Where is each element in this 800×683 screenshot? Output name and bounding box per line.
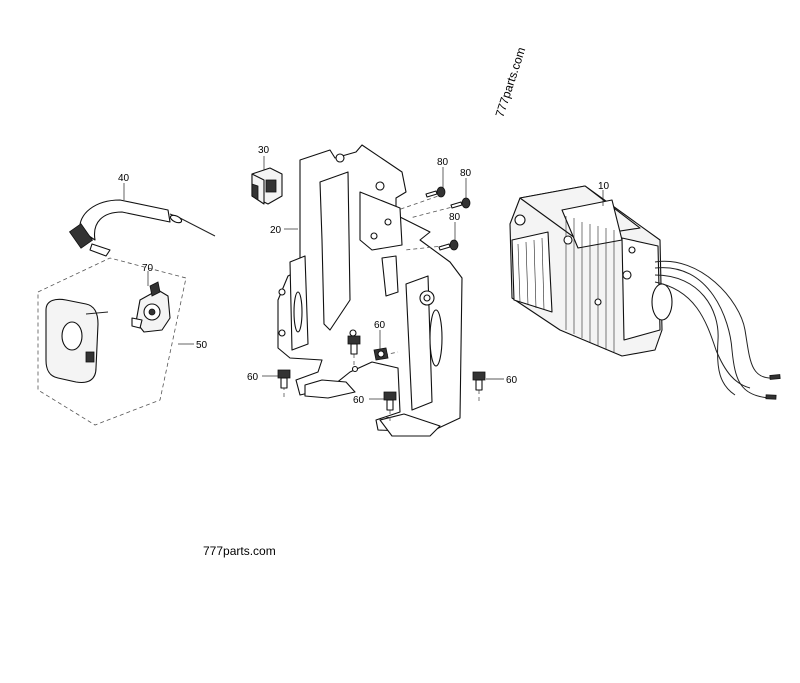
part-20-bracket[interactable] [277, 144, 463, 437]
callout-30: 30 [258, 145, 270, 156]
part-80-screw-b[interactable] [450, 197, 471, 209]
callout-10: 10 [598, 181, 610, 192]
callout-50: 50 [196, 340, 208, 351]
part-10-module[interactable] [509, 185, 673, 357]
part-60-bolt-d[interactable] [383, 391, 397, 411]
dash-80a [397, 193, 445, 211]
callout-40: 40 [118, 173, 130, 184]
part-60-bolt-a[interactable] [277, 369, 291, 389]
watermark-bottom: 777parts.com [203, 544, 276, 558]
part-50-plate [45, 298, 109, 384]
part-60-bolt-e[interactable] [472, 371, 486, 391]
callout-60-bottom: 60 [353, 395, 365, 406]
part-80-screw-a[interactable] [425, 186, 446, 198]
part-50-group[interactable] [37, 257, 187, 426]
part-60-bolt-b[interactable] [347, 335, 361, 355]
part-30-clip[interactable] [251, 167, 283, 205]
callout-20: 20 [270, 225, 282, 236]
watermark-top: 777parts.com [493, 45, 529, 118]
part-80-screw-c[interactable] [438, 239, 459, 251]
callout-80-c: 80 [449, 212, 461, 223]
part-70-switch [131, 281, 171, 333]
heatsink-fins-left [517, 237, 545, 311]
callout-80-b: 80 [460, 168, 472, 179]
part-40-cable[interactable] [68, 199, 216, 257]
part-60-bolt-c[interactable] [373, 347, 389, 361]
callout-70: 70 [142, 263, 154, 274]
callout-80-a: 80 [437, 157, 449, 168]
callout-60-left: 60 [247, 372, 259, 383]
heatsink-fins-right [565, 216, 615, 352]
module-wires [654, 260, 781, 400]
callout-60-center: 60 [374, 320, 386, 331]
callout-60-right: 60 [506, 375, 518, 386]
